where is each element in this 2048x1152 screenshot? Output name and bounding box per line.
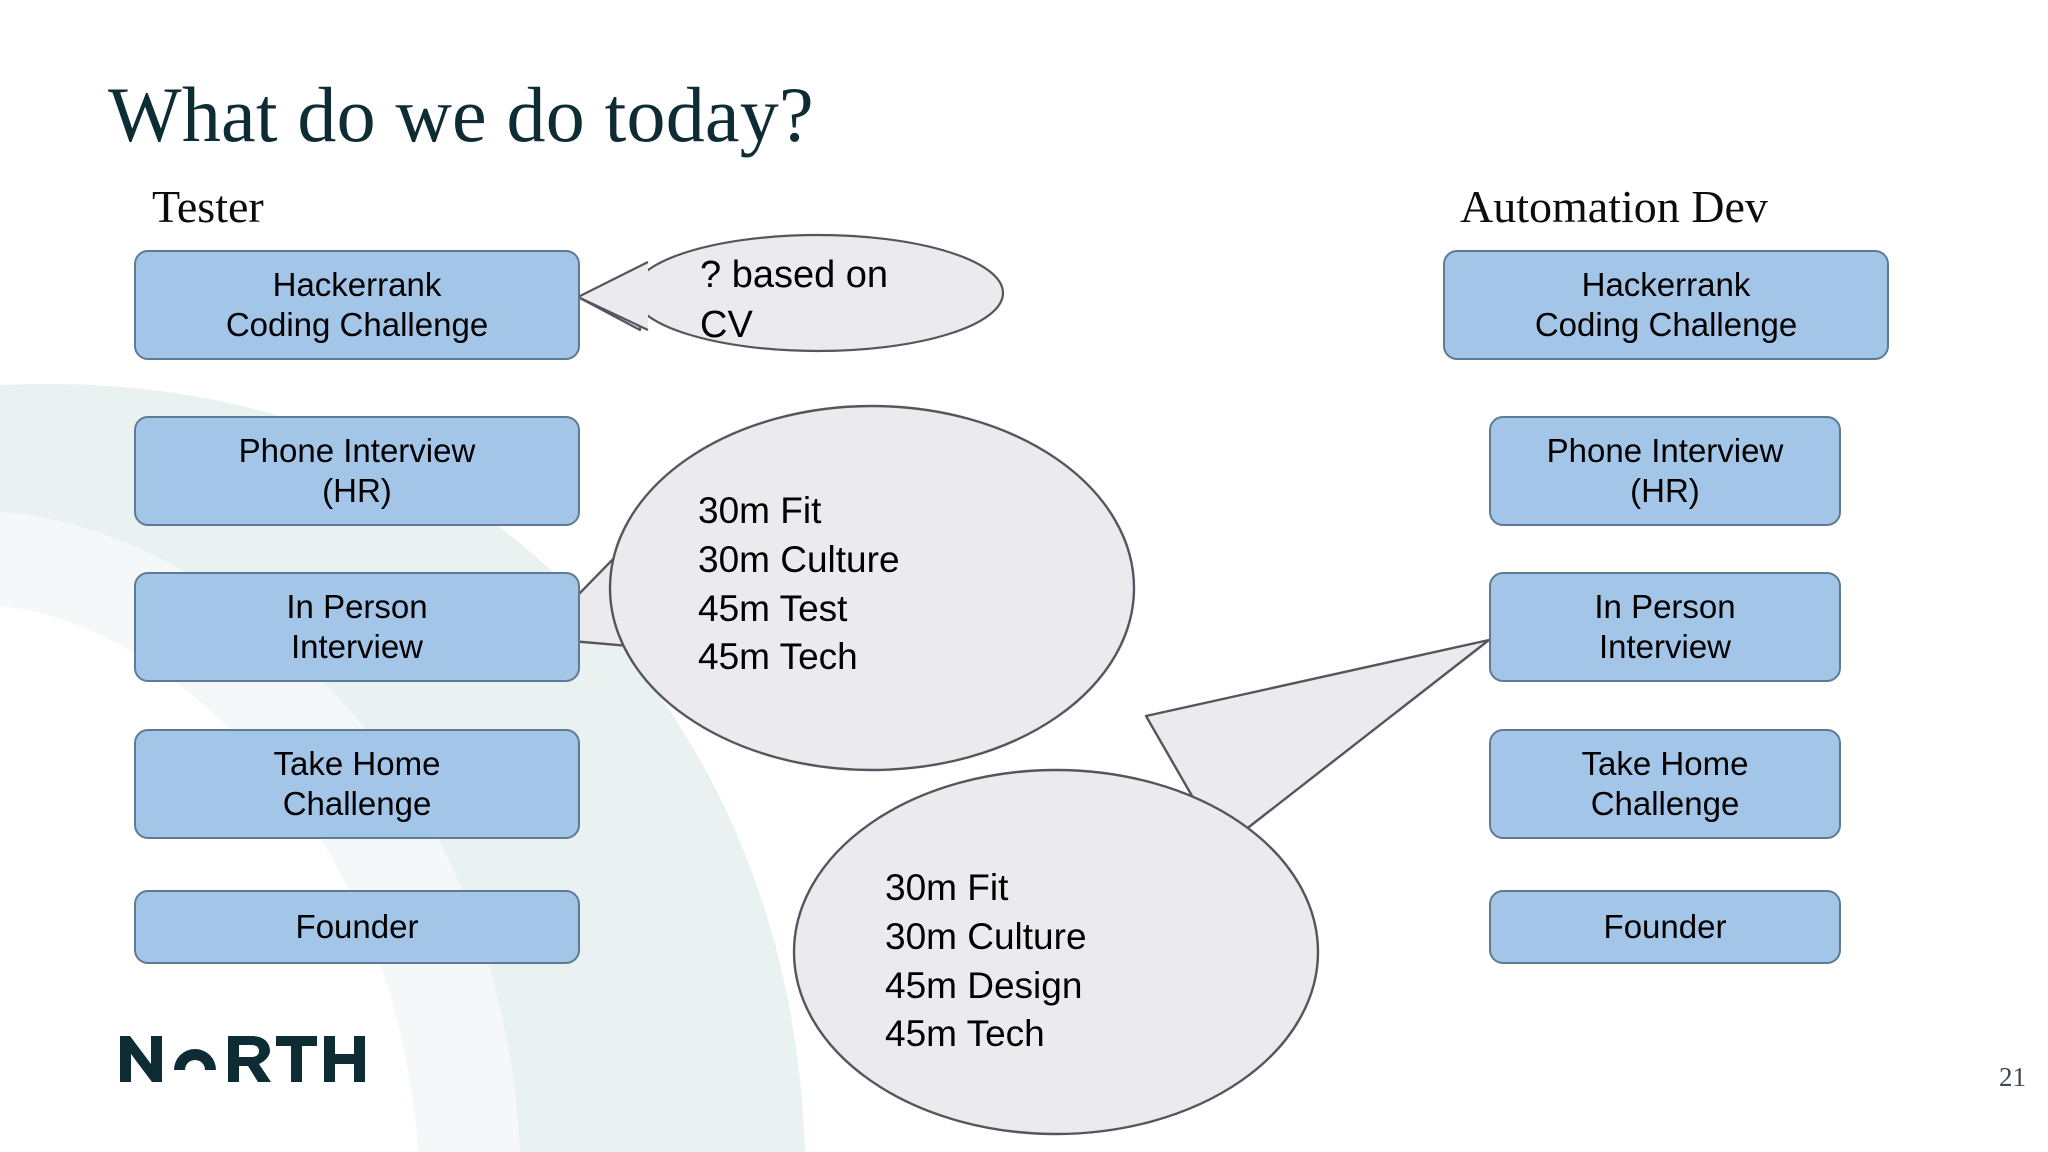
tester-step-founder[interactable]: Founder bbox=[134, 890, 580, 964]
callout-cv-tail-join bbox=[576, 261, 649, 331]
callout-cv-label: ? based on CV bbox=[700, 254, 889, 347]
automation-dev-step-founder[interactable]: Founder bbox=[1489, 890, 1841, 964]
tester-step-in-person-interview[interactable]: In Person Interview bbox=[134, 572, 580, 682]
page-number: 21 bbox=[1999, 1062, 2026, 1092]
north-logo bbox=[120, 1036, 365, 1082]
automation-dev-step-phone-interview[interactable]: Phone Interview (HR) bbox=[1489, 416, 1841, 526]
callout-tester-breakdown-label: 30m Fit 30m Culture 45m Test 45m Tech bbox=[698, 490, 900, 678]
column-header-automation-dev: Automation Dev bbox=[1460, 181, 1768, 232]
tester-step-phone-interview[interactable]: Phone Interview (HR) bbox=[134, 416, 580, 526]
tester-step-hackerrank[interactable]: Hackerrank Coding Challenge bbox=[134, 250, 580, 360]
callout-cv-tail bbox=[576, 295, 642, 332]
column-header-tester: Tester bbox=[152, 181, 264, 232]
callout-lower-tail bbox=[1144, 638, 1491, 850]
callout-automation-dev-breakdown-label: 30m Fit 30m Culture 45m Design 45m Tech bbox=[885, 867, 1087, 1055]
automation-dev-step-take-home-challenge[interactable]: Take Home Challenge bbox=[1489, 729, 1841, 839]
automation-dev-step-hackerrank[interactable]: Hackerrank Coding Challenge bbox=[1443, 250, 1889, 360]
automation-dev-step-in-person-interview[interactable]: In Person Interview bbox=[1489, 572, 1841, 682]
tester-step-take-home-challenge[interactable]: Take Home Challenge bbox=[134, 729, 580, 839]
page-title: What do we do today? bbox=[108, 71, 814, 158]
